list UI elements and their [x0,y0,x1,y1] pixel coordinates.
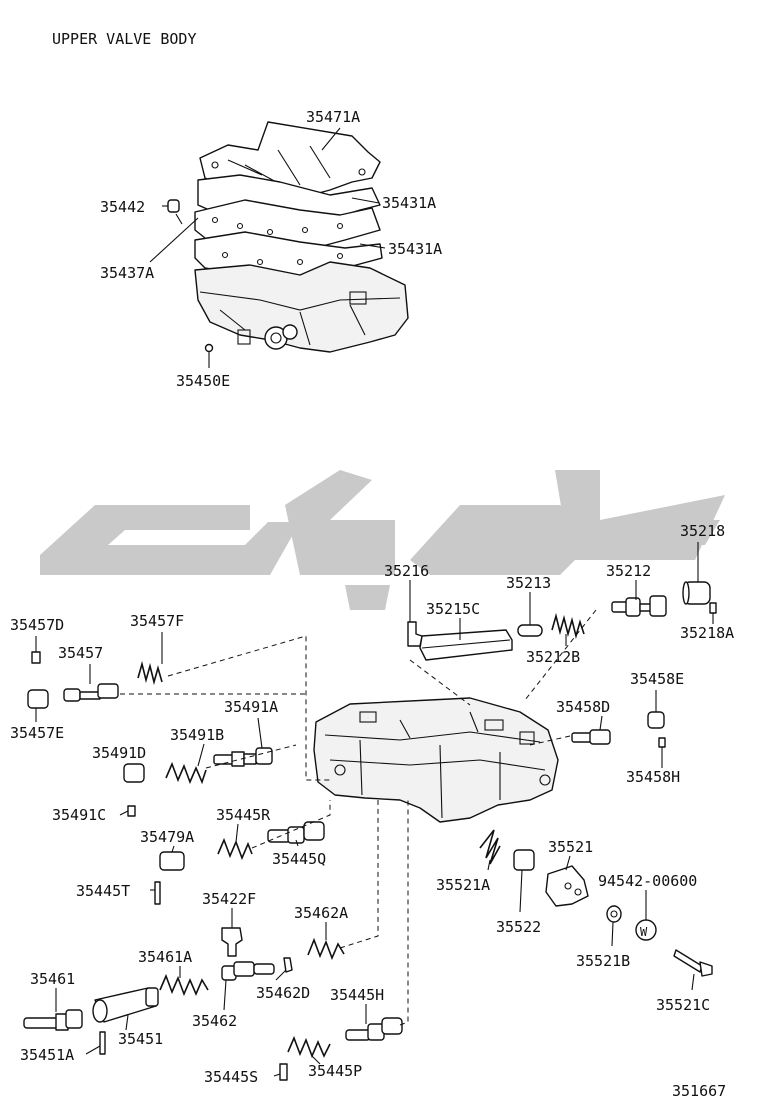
part-label-35471A: 35471A [306,108,360,126]
plug-35491D [123,763,145,783]
part-label-35491B: 35491B [170,726,224,744]
part-label-35458H: 35458H [626,768,680,786]
spring-35491B [165,761,207,785]
watermark-graphic [40,470,725,610]
part-label-35458E: 35458E [630,670,684,688]
plug-35522 [513,849,535,871]
washer-94542-00600: W [635,919,657,941]
valve-35445H [345,1017,403,1041]
clip-35218A [709,602,717,614]
spring-35445R [217,837,253,861]
valve-35457 [63,683,119,702]
part-label-35445S: 35445S [204,1068,258,1086]
part-label-35521A: 35521A [436,876,490,894]
plug-35458E [647,711,665,729]
spring-35521A [479,829,501,865]
assembly-dashed-lines [120,609,597,1026]
part-label-35491C: 35491C [52,806,106,824]
part-label-35457D: 35457D [10,616,64,634]
part-label-35461A: 35461A [138,948,192,966]
washer-35521B [606,905,622,923]
part-label-35445T: 35445T [76,882,130,900]
pin-35445T [154,881,161,905]
part-label-35212: 35212 [606,562,651,580]
plug-35218 [682,581,711,605]
part-label-35445P: 35445P [308,1062,362,1080]
part-label-35458D: 35458D [556,698,610,716]
part-label-35451A: 35451A [20,1046,74,1064]
valve-35461 [23,1009,83,1031]
lower-valve-body [313,697,559,823]
plug-35442 [167,199,183,225]
part-label-35218A: 35218A [680,624,734,642]
bolt-35521C [673,949,713,977]
spring-35445P [287,1035,331,1059]
part-label-35215C: 35215C [426,600,480,618]
part-label-35457E: 35457E [10,724,64,742]
part-label-35462D: 35462D [256,984,310,1002]
valve-35212 [611,595,667,617]
part-label-35445R: 35445R [216,806,271,824]
clip-35457D [31,651,41,664]
valve-35458D [571,729,611,745]
cam-35521 [545,865,589,907]
part-label-35462: 35462 [192,1012,237,1030]
part-label-35431A-lower: 35431A [388,240,442,258]
part-label-35522: 35522 [496,918,541,936]
part-label-35479A: 35479A [140,828,194,846]
part-label-35521C: 35521C [656,996,710,1014]
spring-35457F [137,660,163,686]
pin-35451A [99,1031,106,1055]
part-label-35461: 35461 [30,970,75,988]
sleeve-35451 [92,987,159,1023]
valve-35462 [221,961,275,981]
part-label-35451: 35451 [118,1030,163,1048]
plug-35457E [27,689,49,709]
sleeve-35215C [419,629,513,661]
lower-leader-lines [35,542,714,1077]
part-label-35216: 35216 [384,562,429,580]
part-label-35521B: 35521B [576,952,630,970]
gasket-holes [211,161,366,266]
clip-35458H [658,737,666,748]
upper-valve-body-cover-assembly [194,121,409,353]
clip-35462D [283,957,293,973]
diagram-title: UPPER VALVE BODY [52,30,197,48]
part-label-35445H: 35445H [330,986,384,1004]
part-label-35218: 35218 [680,522,725,540]
part-label-94542-00600: 94542-00600 [598,872,697,890]
upper-leader-lines [149,127,386,368]
spring-35462A [307,937,345,961]
part-label-35212B: 35212B [526,648,580,666]
retainer-35216 [407,621,423,647]
clip-35491C [127,805,136,817]
part-label-35213: 35213 [506,574,551,592]
part-label-35521: 35521 [548,838,593,856]
washer-symbol: W [640,925,648,939]
part-label-35462A: 35462A [294,904,348,922]
part-label-35491D: 35491D [92,744,146,762]
part-label-35450E: 35450E [176,372,230,390]
ball-35450E [204,343,214,353]
retainer-35422F [221,927,243,957]
valve-35491A [213,747,273,767]
plug-35213 [517,624,543,637]
part-label-35437A: 35437A [100,264,154,282]
part-label-35431A-upper: 35431A [382,194,436,212]
spring-35212B [551,612,585,640]
part-label-35491A: 35491A [224,698,278,716]
pin-35445S [279,1063,288,1081]
part-label-35457F: 35457F [130,612,184,630]
part-label-35445Q: 35445Q [272,850,326,868]
part-label-35457: 35457 [58,644,103,662]
part-label-35442: 35442 [100,198,145,216]
part-label-35422F: 35422F [202,890,256,908]
valve-35445Q [267,821,325,844]
sleeve-35479A [159,851,185,871]
spring-35461A [159,973,209,997]
diagram-number: 351667 [672,1082,726,1100]
